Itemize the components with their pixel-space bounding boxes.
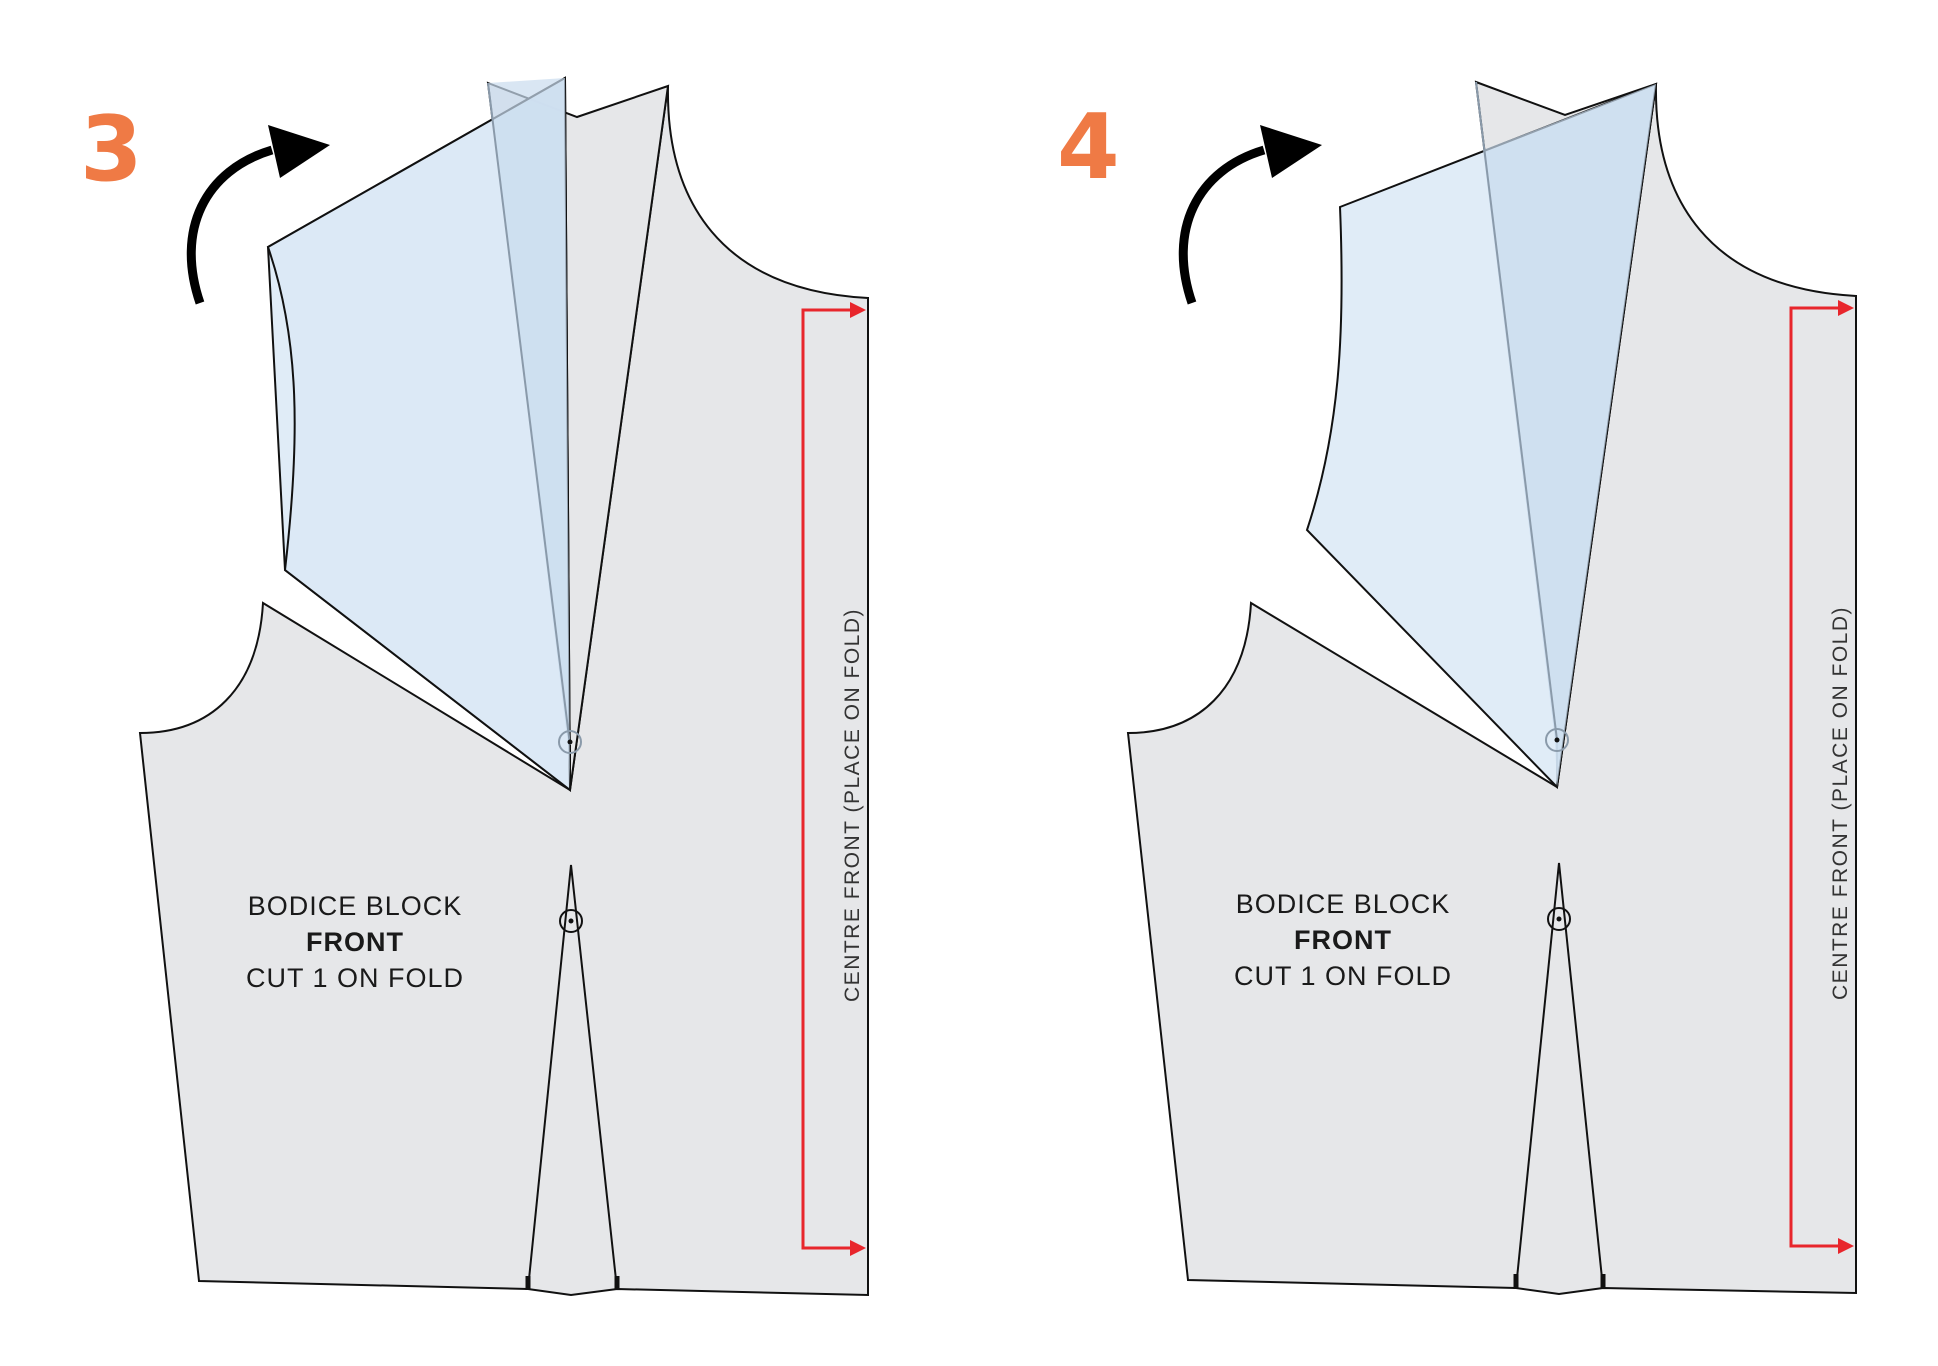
step-number: 4 bbox=[1057, 95, 1120, 200]
block-piece-name: FRONT bbox=[306, 927, 404, 957]
fold-line-arrow-icon bbox=[801, 302, 866, 1256]
pivot-point-icon bbox=[1545, 728, 1569, 752]
pivot-point-icon bbox=[1547, 907, 1571, 931]
block-piece-name: FRONT bbox=[1294, 925, 1392, 955]
block-title: BODICE BLOCK bbox=[1236, 889, 1451, 919]
waist-dart bbox=[1515, 862, 1604, 1289]
curved-rotation-arrow-icon bbox=[186, 125, 330, 305]
panel-step-4: 4 BODICE BLOCK FRONT CUT 1 ON FOLD bbox=[1057, 80, 1857, 1296]
overlap-area bbox=[488, 78, 570, 790]
panel-step-3: 3 BODICE BLOCK FRONT CUT 1 ON bbox=[80, 76, 869, 1297]
original-dart-leg bbox=[1475, 81, 1558, 741]
centre-front-fold-label: CENTRE FRONT (PLACE ON FOLD) bbox=[841, 608, 864, 1002]
rotated-dart-section-shape bbox=[266, 76, 572, 793]
pivot-point-icon bbox=[558, 730, 582, 754]
block-cut-instruction: CUT 1 ON FOLD bbox=[1234, 961, 1452, 991]
original-dart-leg bbox=[487, 82, 571, 746]
block-cut-instruction: CUT 1 ON FOLD bbox=[246, 963, 464, 993]
pivot-point-icon bbox=[559, 909, 583, 933]
bodice-front-outline bbox=[1126, 83, 1857, 1296]
block-title: BODICE BLOCK bbox=[248, 891, 463, 921]
centre-front-fold-label: CENTRE FRONT (PLACE ON FOLD) bbox=[1829, 606, 1852, 1000]
waist-dart bbox=[527, 864, 618, 1290]
curved-rotation-arrow-icon bbox=[1178, 125, 1322, 305]
bodice-front-outline bbox=[138, 85, 869, 1297]
step-number: 3 bbox=[80, 97, 143, 202]
overlap-area bbox=[1483, 84, 1656, 787]
fold-line-arrow-icon bbox=[1789, 300, 1854, 1254]
